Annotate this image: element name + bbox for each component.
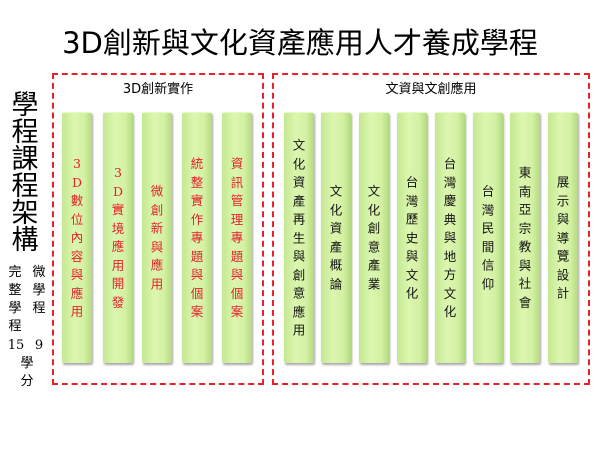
micro-program-label: 微學程 [32, 265, 46, 316]
course-bar: 台灣民間信仰 [473, 112, 503, 363]
course-label: 3D數位內容與應用 [70, 155, 84, 319]
course-bar: 展示與導覽設計 [548, 112, 578, 363]
course-label: 統整實作專題與個案 [190, 155, 204, 319]
page-title: 3D創新與文化資產應用人才養成學程 [62, 26, 538, 60]
course-bar: 統整實作專題與個案 [182, 112, 212, 363]
course-label: 文化創意產業 [367, 183, 381, 292]
course-bar: 文化資產再生與創意應用 [284, 112, 314, 363]
course-bar: 文化創意產業 [359, 112, 389, 363]
course-label: 台灣歷史與文化 [405, 174, 419, 301]
course-label: 資訊管理專題與個案 [230, 155, 244, 319]
course-bar: 台灣歷史與文化 [397, 112, 427, 363]
group-box-3d [52, 73, 264, 385]
credit-unit: 學分 [20, 356, 34, 389]
course-label: 展示與導覽設計 [556, 174, 570, 301]
side-heading: 學程課程架構 [11, 90, 39, 256]
course-label: 台灣慶典與地方文化 [443, 155, 457, 319]
course-bar: 資訊管理專題與個案 [222, 112, 252, 363]
course-label: 微創新與應用 [150, 183, 164, 292]
course-label: 文化資產概論 [329, 183, 343, 292]
course-label: 東南亞宗教與社會 [518, 165, 532, 310]
course-label: 文化資產再生與創意應用 [292, 137, 306, 338]
group-title-3d: 3D創新實作 [122, 82, 194, 97]
full-program-credits: 15 [7, 338, 25, 353]
group-box-culture [272, 73, 590, 385]
course-bar: 3D數位內容與應用 [62, 112, 92, 363]
course-bar: 台灣慶典與地方文化 [435, 112, 465, 363]
full-program-label: 完整學程 [8, 265, 22, 334]
course-label: 台灣民間信仰 [481, 183, 495, 292]
group-title-culture: 文資與文創應用 [385, 82, 477, 97]
course-bar: 微創新與應用 [142, 112, 172, 363]
course-label: 3D實境應用開發 [111, 165, 125, 310]
course-bar: 3D實境應用開發 [103, 112, 133, 363]
course-bar: 文化資產概論 [321, 112, 351, 363]
course-bar: 東南亞宗教與社會 [510, 112, 540, 363]
micro-program-credits: 9 [34, 338, 44, 353]
